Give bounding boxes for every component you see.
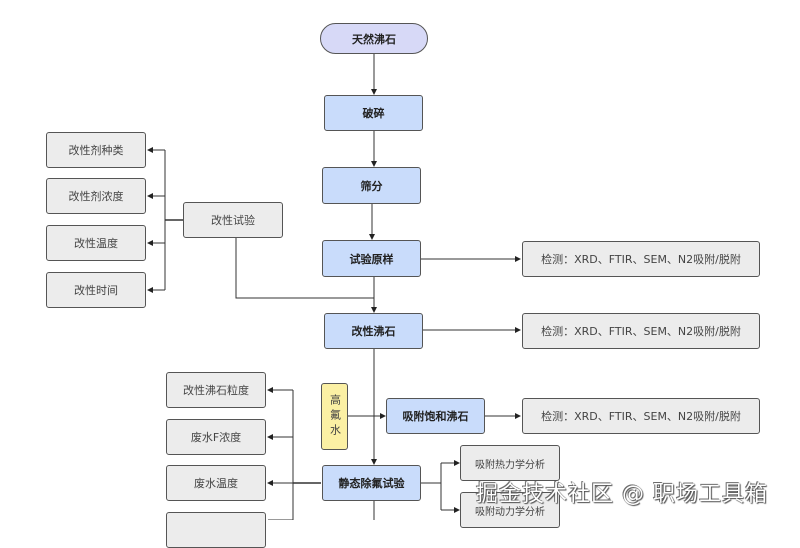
node-high-fluoride-water: 高氟水 bbox=[321, 383, 348, 450]
node-sieve: 筛分 bbox=[322, 167, 421, 204]
node-raw-sample: 试验原样 bbox=[322, 240, 421, 277]
node-mod-factor: 改性剂种类 bbox=[46, 132, 146, 168]
node-static-defluoride-test: 静态除氟试验 bbox=[322, 465, 421, 501]
edge-modtest-modified bbox=[235, 238, 374, 299]
node-saturated-zeolite: 吸附饱和沸石 bbox=[386, 398, 485, 434]
node-mod-factor: 改性时间 bbox=[46, 272, 146, 308]
node-detection-modified: 检测：XRD、FTIR、SEM、N2吸附/脱附 bbox=[522, 313, 760, 349]
node-modified-zeolite: 改性沸石 bbox=[324, 313, 423, 349]
node-static-factor: 废水温度 bbox=[166, 465, 266, 501]
node-static-factor-partial bbox=[166, 512, 266, 548]
node-modification-test: 改性试验 bbox=[183, 202, 283, 238]
node-static-factor: 改性沸石粒度 bbox=[166, 372, 266, 408]
watermark: 掘金技术社区 @ 职场工具箱 bbox=[476, 482, 768, 507]
node-mod-factor: 改性剂浓度 bbox=[46, 178, 146, 214]
connector-lines bbox=[147, 54, 521, 520]
node-static-factor: 废水F浓度 bbox=[166, 419, 266, 455]
node-detection-saturated: 检测：XRD、FTIR、SEM、N2吸附/脱附 bbox=[522, 398, 760, 434]
node-crush: 破碎 bbox=[324, 95, 423, 131]
node-detection-raw: 检测：XRD、FTIR、SEM、N2吸附/脱附 bbox=[522, 241, 760, 277]
node-analysis: 吸附热力学分析 bbox=[460, 445, 560, 481]
node-mod-factor: 改性温度 bbox=[46, 225, 146, 261]
node-natural-zeolite: 天然沸石 bbox=[320, 23, 428, 54]
